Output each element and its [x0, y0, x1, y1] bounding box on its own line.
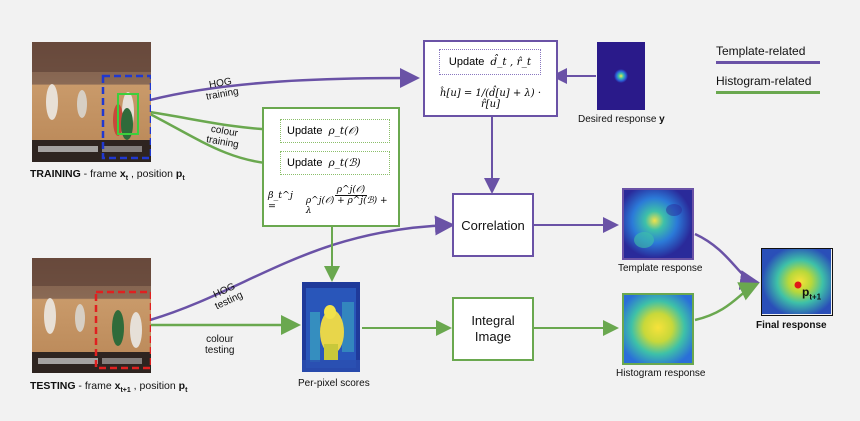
per-pixel-scores-label: Per-pixel scores	[298, 378, 370, 389]
template-response-label: Template response	[618, 263, 703, 274]
legend-template-label: Template-related	[716, 44, 806, 58]
beta-equation: β_t^j = ρ^j(𝒪) ρ^j(𝒪) + ρ^j(ℬ) + λ	[268, 185, 388, 216]
template-update-inner: Update d̂_t , r̂_t	[439, 49, 541, 75]
final-response-image: pt+1	[761, 248, 833, 316]
integral-image-box: Integral Image	[452, 297, 534, 361]
arrow-hog-testing	[149, 215, 455, 322]
arrow-hog-training	[149, 68, 420, 102]
training-frame-illustration	[32, 42, 151, 162]
template-response-image	[622, 188, 694, 260]
template-update-box: Update d̂_t , r̂_t ĥ[u] = 1/(d̂[u] + λ) …	[423, 40, 558, 117]
template-filter-equation: ĥ[u] = 1/(d̂[u] + λ) · r̂[u]	[439, 88, 542, 110]
final-position-label: pt+1	[802, 285, 822, 302]
training-frame-image	[32, 42, 151, 162]
legend-template-line	[716, 61, 820, 64]
arrow-histogram-to-final	[694, 282, 760, 322]
testing-caption: TESTING - frame xt+1 , position pt	[30, 380, 188, 395]
histogram-response-label: Histogram response	[616, 368, 706, 379]
legend-histogram-line	[716, 91, 820, 94]
correlation-box: Correlation	[452, 193, 534, 257]
desired-response-label: Desired response y	[578, 114, 665, 125]
predicted-position-marker	[794, 281, 802, 289]
legend-histogram-label: Histogram-related	[716, 74, 812, 88]
histogram-response-image	[622, 293, 694, 365]
update-rho-background: Update ρ_t(ℬ)	[280, 151, 390, 175]
desired-response-image	[597, 42, 645, 110]
final-response-label: Final response	[756, 320, 827, 331]
testing-frame-illustration	[32, 258, 151, 373]
histogram-update-box: Update ρ_t(𝒪) Update ρ_t(ℬ) β_t^j = ρ^j(…	[262, 107, 400, 227]
per-pixel-scores-image	[302, 282, 360, 372]
arrow-template-to-final	[694, 232, 760, 290]
update-rho-object: Update ρ_t(𝒪)	[280, 119, 390, 143]
training-caption: TRAINING - frame xt , position pt	[30, 168, 185, 183]
testing-frame-image	[32, 258, 151, 373]
